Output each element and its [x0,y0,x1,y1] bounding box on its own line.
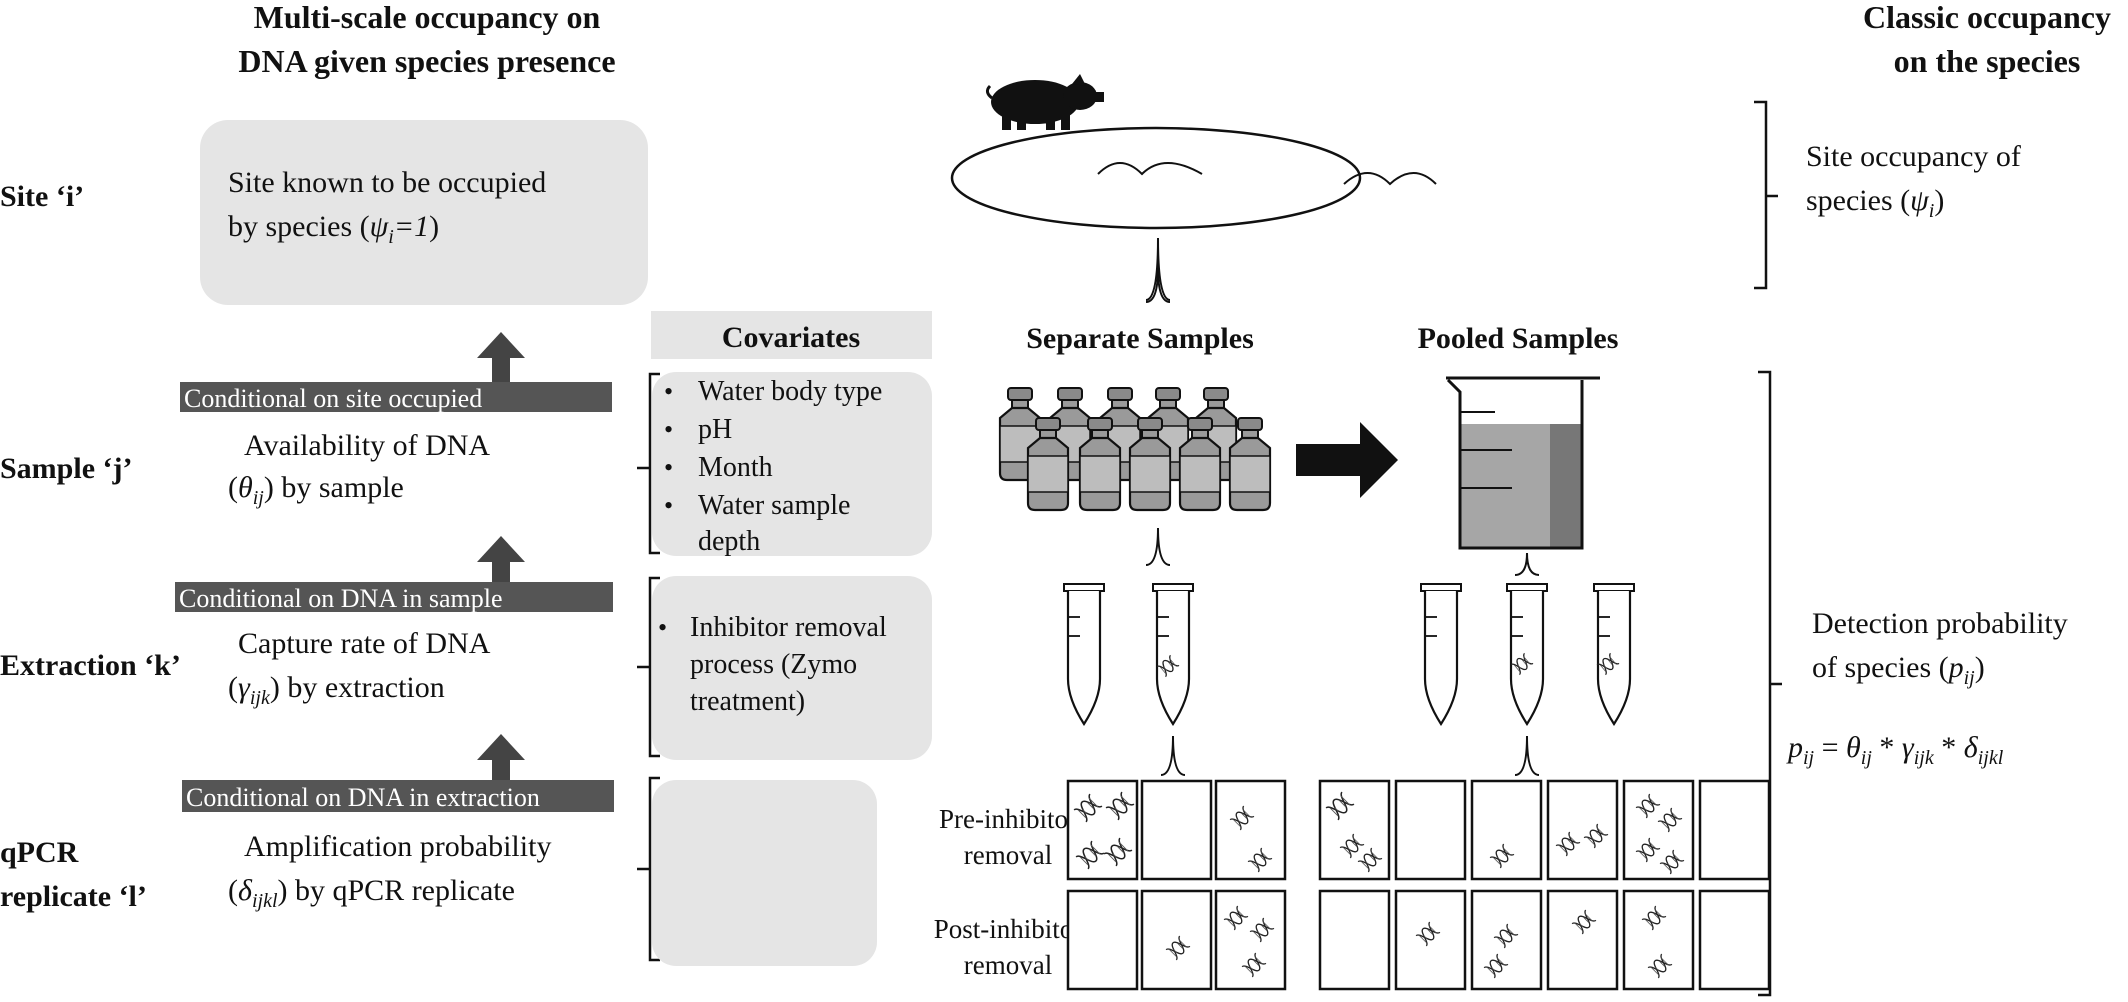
cov-bullet-4: • [664,491,673,520]
level-sample: Sample ‘j’ [0,452,132,485]
pool-arrow-icon [1296,422,1398,498]
beaker-icon [1446,376,1600,550]
site-box-line2: by species (ψi=1) [228,210,439,248]
sample-text-line2: (θij) by sample [228,471,404,509]
up-arrow-3 [477,734,525,782]
detection-line1: Detection probability [1812,607,2068,640]
bar-dna-in-sample [175,582,613,612]
separate-samples-header: Separate Samples [1026,322,1254,355]
cov-sample-item-4: Water sample [698,490,850,521]
join-pond [1145,267,1171,303]
level-extraction: Extraction ‘k’ [0,649,181,682]
pooled-samples-header: Pooled Samples [1418,322,1619,355]
join-beaker [1514,552,1540,576]
wave-icon-2 [1343,172,1437,186]
wells-pooled-pre [1318,779,1771,881]
bar-site-occupied [180,382,612,412]
bar-dna-in-extraction [182,780,614,812]
up-arrow-2 [477,536,525,584]
pre-inhibitor-line1: Pre-inhibitor [939,804,1077,834]
cov-extraction-item-2: process (Zymo [690,649,857,680]
cov-sample-item-5: depth [698,526,760,557]
bracket-extraction [637,576,660,758]
bar-dna-in-extraction-label: Conditional on DNA in extraction [186,783,540,812]
tubes-pooled [1419,582,1636,726]
wells-separate-post [1066,889,1287,991]
water-bottles [998,386,1272,512]
wave-icon-1 [1097,162,1203,176]
covariates-qpcr-box [652,780,877,966]
site-box [200,120,648,305]
bracket-detection [1758,370,1782,997]
cov-sample-item-3: Month [698,452,773,483]
pre-inhibitor-line2: removal [964,840,1052,870]
join-tube-pooled [1514,735,1540,776]
cov-bullet-1: • [664,377,673,406]
cov-sample-item-1: Water body type [698,376,882,407]
right-title-line1: Classic occupancy [1863,0,2111,35]
cov-bullet-5: • [658,613,667,642]
wells-separate-pre [1066,779,1287,881]
covariates-header-box [651,311,932,359]
pig-icon [985,74,1104,130]
bracket-qpcr [637,776,660,962]
join-bottles [1145,527,1171,566]
tubes-separate [1062,582,1195,726]
detection-line2: of species (pij) [1812,651,1985,689]
extraction-text-line1: Capture rate of DNA [238,627,491,660]
site-occupancy-line1: Site occupancy of [1806,140,2021,173]
join-tube-separate [1160,735,1186,776]
qpcr-text-line2: (δijkl) by qPCR replicate [228,874,515,912]
left-title-line2: DNA given species presence [238,43,615,79]
bracket-site-occupancy [1754,100,1778,290]
qpcr-text-line1: Amplification probability [244,830,551,863]
bar-dna-in-sample-label: Conditional on DNA in sample [179,584,503,613]
cov-bullet-3: • [664,453,673,482]
cov-bullet-2: • [664,415,673,444]
post-inhibitor-line2: removal [964,950,1052,980]
cov-sample-item-2: pH [698,414,732,445]
bracket-sample [637,372,660,555]
up-arrow-1 [477,332,525,382]
wells-pooled-post [1318,889,1771,991]
extraction-text-line2: (γijk) by extraction [228,671,445,709]
covariates-sample-box [652,372,932,556]
cov-extraction-item-1: Inhibitor removal [690,612,887,643]
post-inhibitor-line1: Post-inhibitor [934,914,1083,944]
left-title-line1: Multi-scale occupancy on [254,0,601,35]
site-box-line1: Site known to be occupied [228,166,546,199]
covariates-extraction-box [652,576,932,760]
join-pond-line [1145,237,1171,301]
cov-extraction-item-3: treatment) [690,686,805,717]
level-site: Site ‘i’ [0,180,84,213]
pond-ellipse [950,126,1362,230]
sample-text-line1: Availability of DNA [244,429,490,462]
site-occupancy-line2: species (ψi) [1806,184,1944,222]
level-qpcr-line2: replicate ‘l’ [0,880,147,913]
right-title-line2: on the species [1894,43,2081,79]
covariates-header: Covariates [722,321,860,354]
level-qpcr-line1: qPCR [0,836,79,869]
bar-site-occupied-label: Conditional on site occupied [184,384,482,413]
detection-equation: pij = θij * γijk * δijkl [1786,731,2004,769]
